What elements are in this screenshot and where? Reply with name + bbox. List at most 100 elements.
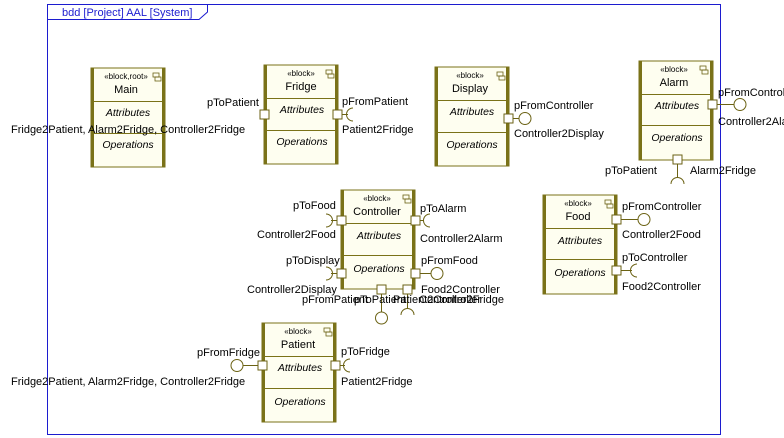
port-label: pFromPatient — [302, 294, 368, 306]
diagram-frame — [47, 4, 721, 435]
port-label: pToDisplay — [286, 255, 340, 267]
port-label: pToPatient — [605, 165, 657, 177]
port-fridge-pfrompatient[interactable] — [332, 109, 343, 120]
block-fridge[interactable]: «block» Fridge Attributes Operations — [263, 64, 339, 165]
port-label: pToController — [622, 252, 688, 264]
block-icon — [699, 65, 709, 75]
port-label: pToFood — [293, 200, 336, 212]
port-fridge-ptopatient[interactable] — [259, 109, 270, 120]
port-label: pToFridge — [341, 346, 390, 358]
block-stereotype: «block» — [660, 65, 688, 74]
block-name: Fridge — [285, 81, 316, 93]
port-label: pToAlarm — [420, 203, 466, 215]
block-stereotype: «block» — [287, 69, 315, 78]
block-name: Alarm — [660, 77, 689, 89]
block-icon — [152, 72, 162, 82]
attributes-compartment: Attributes — [277, 362, 323, 374]
port-label: pFromController — [718, 87, 784, 99]
required-interface-socket — [343, 358, 351, 373]
port-patient-ptofridge[interactable] — [330, 360, 341, 371]
block-icon — [325, 69, 335, 79]
port-label: pToPatient — [207, 97, 259, 109]
attributes-compartment: Attributes — [279, 104, 325, 116]
port-label: pFromController — [514, 100, 594, 112]
main-interface-label: Fridge2Patient, Alarm2Fridge, Controller… — [11, 124, 245, 136]
block-main[interactable]: «block,root» Main Attributes Operations — [90, 67, 166, 168]
port-food-pfromcontroller[interactable] — [611, 214, 622, 225]
block-icon — [604, 199, 614, 209]
block-icon — [402, 194, 412, 204]
attributes-compartment: Attributes — [654, 100, 700, 112]
interface-label: Controller2Alarm — [420, 233, 503, 245]
port-controller-pfromfood[interactable] — [410, 268, 421, 279]
required-interface-socket — [670, 177, 685, 185]
block-patient[interactable]: «block» Patient Attributes Operations — [261, 322, 337, 423]
attributes-compartment: Attributes — [356, 230, 402, 242]
port-label: pFromFridge — [197, 347, 260, 359]
provided-interface-lollipop — [518, 112, 532, 125]
interface-label: Alarm2Fridge — [690, 165, 756, 177]
block-controller[interactable]: «block» Controller Attributes Operations — [340, 189, 416, 290]
required-interface-socket — [630, 263, 638, 278]
port-label: pFromPatient — [342, 96, 408, 108]
operations-compartment: Operations — [446, 139, 498, 151]
block-food[interactable]: «block» Food Attributes Operations — [542, 194, 618, 295]
provided-interface-lollipop — [375, 311, 388, 325]
block-name: Patient — [281, 339, 315, 351]
required-interface-socket — [400, 308, 415, 316]
port-controller-ptoalarm[interactable] — [410, 215, 421, 226]
interface-label: Patient2Fridge — [342, 124, 414, 136]
diagram-title: bdd [Project] AAL [System] — [62, 7, 192, 19]
port-label: pToPatient — [354, 294, 406, 306]
diagram-frame-tab — [47, 4, 208, 20]
block-stereotype: «block» — [564, 199, 592, 208]
required-interface-socket — [346, 107, 354, 122]
interface-label: Controller2Fridge — [419, 294, 504, 306]
port-patient-pfromfridge[interactable] — [257, 360, 268, 371]
provided-interface-lollipop — [430, 267, 444, 280]
operations-compartment: Operations — [353, 263, 405, 275]
block-stereotype: «block» — [284, 327, 312, 336]
interface-label: Food2Controller — [421, 284, 500, 296]
block-icon — [496, 71, 506, 81]
provided-interface-lollipop — [733, 98, 747, 111]
interface-label: Fridge2Patient, Alarm2Fridge, Controller… — [11, 376, 245, 388]
port-controller-ptofood[interactable] — [336, 215, 347, 226]
port-alarm-ptopatient[interactable] — [672, 154, 683, 165]
provided-interface-lollipop — [637, 213, 651, 226]
operations-compartment: Operations — [274, 396, 326, 408]
port-food-ptocontroller[interactable] — [611, 265, 622, 276]
port-label: pFromController — [622, 201, 702, 213]
interface-label: Patient2Controller — [393, 294, 481, 306]
operations-compartment: Operations — [651, 132, 703, 144]
interface-label: Controller2Food — [622, 229, 701, 241]
port-label: pFromFood — [421, 255, 478, 267]
block-name: Controller — [353, 206, 401, 218]
operations-compartment: Operations — [554, 267, 606, 279]
required-interface-socket — [325, 213, 333, 228]
block-display[interactable]: «block» Display Attributes Operations — [434, 66, 510, 167]
block-stereotype: «block» — [456, 71, 484, 80]
block-name: Main — [114, 84, 138, 96]
interface-label: Controller2Food — [257, 229, 336, 241]
port-alarm-pfromcontroller[interactable] — [707, 99, 718, 110]
attributes-compartment: Attributes — [557, 235, 603, 247]
port-controller-pfrompatient[interactable] — [376, 284, 387, 295]
interface-label: Controller2Display — [514, 128, 604, 140]
interface-label: Food2Controller — [622, 281, 701, 293]
provided-interface-lollipop — [230, 359, 244, 372]
block-name: Display — [452, 83, 489, 95]
attributes-compartment: Attributes — [105, 107, 151, 119]
port-display-pfromcontroller[interactable] — [503, 113, 514, 124]
block-icon — [323, 327, 333, 337]
interface-label: Controller2Display — [247, 284, 337, 296]
attributes-compartment: Attributes — [449, 106, 495, 118]
port-controller-ptopatient[interactable] — [402, 284, 413, 295]
interface-label: Controller2Alarm — [718, 116, 784, 128]
port-controller-ptodisplay[interactable] — [336, 268, 347, 279]
interface-label: Patient2Fridge — [341, 376, 413, 388]
block-name: Food — [565, 211, 590, 223]
block-alarm[interactable]: «block» Alarm Attributes Operations — [638, 60, 714, 161]
operations-compartment: Operations — [102, 139, 154, 151]
